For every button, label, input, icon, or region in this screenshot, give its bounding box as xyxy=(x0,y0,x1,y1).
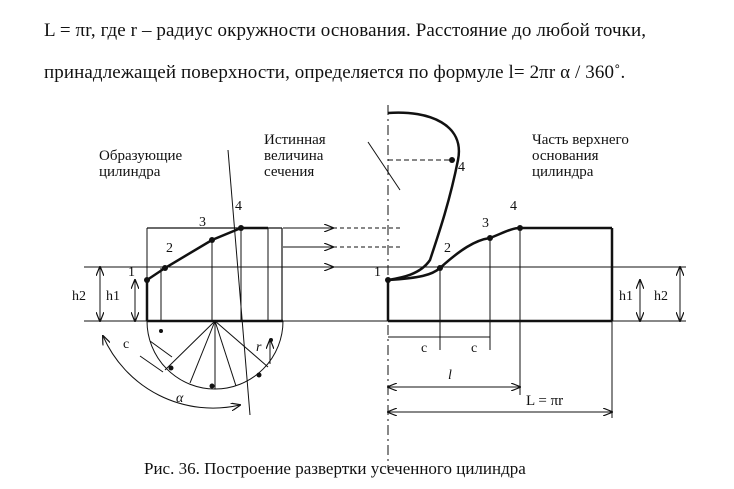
true-size-section xyxy=(367,111,461,282)
development xyxy=(386,105,614,470)
figure-caption: Рис. 36. Построение развертки усеченного… xyxy=(144,459,526,478)
point-1-left: 1 xyxy=(128,265,135,280)
point-3-right: 3 xyxy=(482,216,489,231)
point-2-right: 2 xyxy=(444,241,451,256)
dim-h1-right: h1 xyxy=(619,289,633,304)
dim-alpha: α xyxy=(176,391,184,406)
dim-c-right-2: c xyxy=(471,341,477,356)
point-1-right: 1 xyxy=(374,265,381,280)
point-3-left: 3 xyxy=(199,215,206,230)
dim-h2-left: h2 xyxy=(72,289,86,304)
dim-h2-right: h2 xyxy=(654,289,668,304)
dim-c-right-1: c xyxy=(421,341,427,356)
dim-r: r xyxy=(256,340,262,355)
label-top-base-part: Часть верхнего основания цилиндра xyxy=(532,132,629,180)
point-2-left: 2 xyxy=(166,241,173,256)
paragraph-line-2: принадлежащей поверхности, определяется … xyxy=(44,62,626,83)
dim-h1-left: h1 xyxy=(106,289,120,304)
point-4-right: 4 xyxy=(510,199,517,214)
dim-l: l xyxy=(448,368,452,383)
right-height-dims xyxy=(640,267,680,321)
label-true-size: Истинная величина сечения xyxy=(264,132,326,180)
label-generatrices: Образующие цилиндра xyxy=(99,148,183,180)
point-4-left: 4 xyxy=(235,199,242,214)
left-height-dims xyxy=(100,267,135,321)
point-markers xyxy=(144,157,523,389)
dim-c-left: c xyxy=(123,337,129,352)
cylinder-front-view xyxy=(145,149,283,416)
top-view-semicircle xyxy=(103,320,284,408)
projection-arrows xyxy=(283,228,400,267)
point-4-section: 4 xyxy=(458,160,465,175)
paragraph-line-1: L = πr, где r – радиус окружности основа… xyxy=(44,20,647,41)
dim-L: L = πr xyxy=(526,393,563,409)
